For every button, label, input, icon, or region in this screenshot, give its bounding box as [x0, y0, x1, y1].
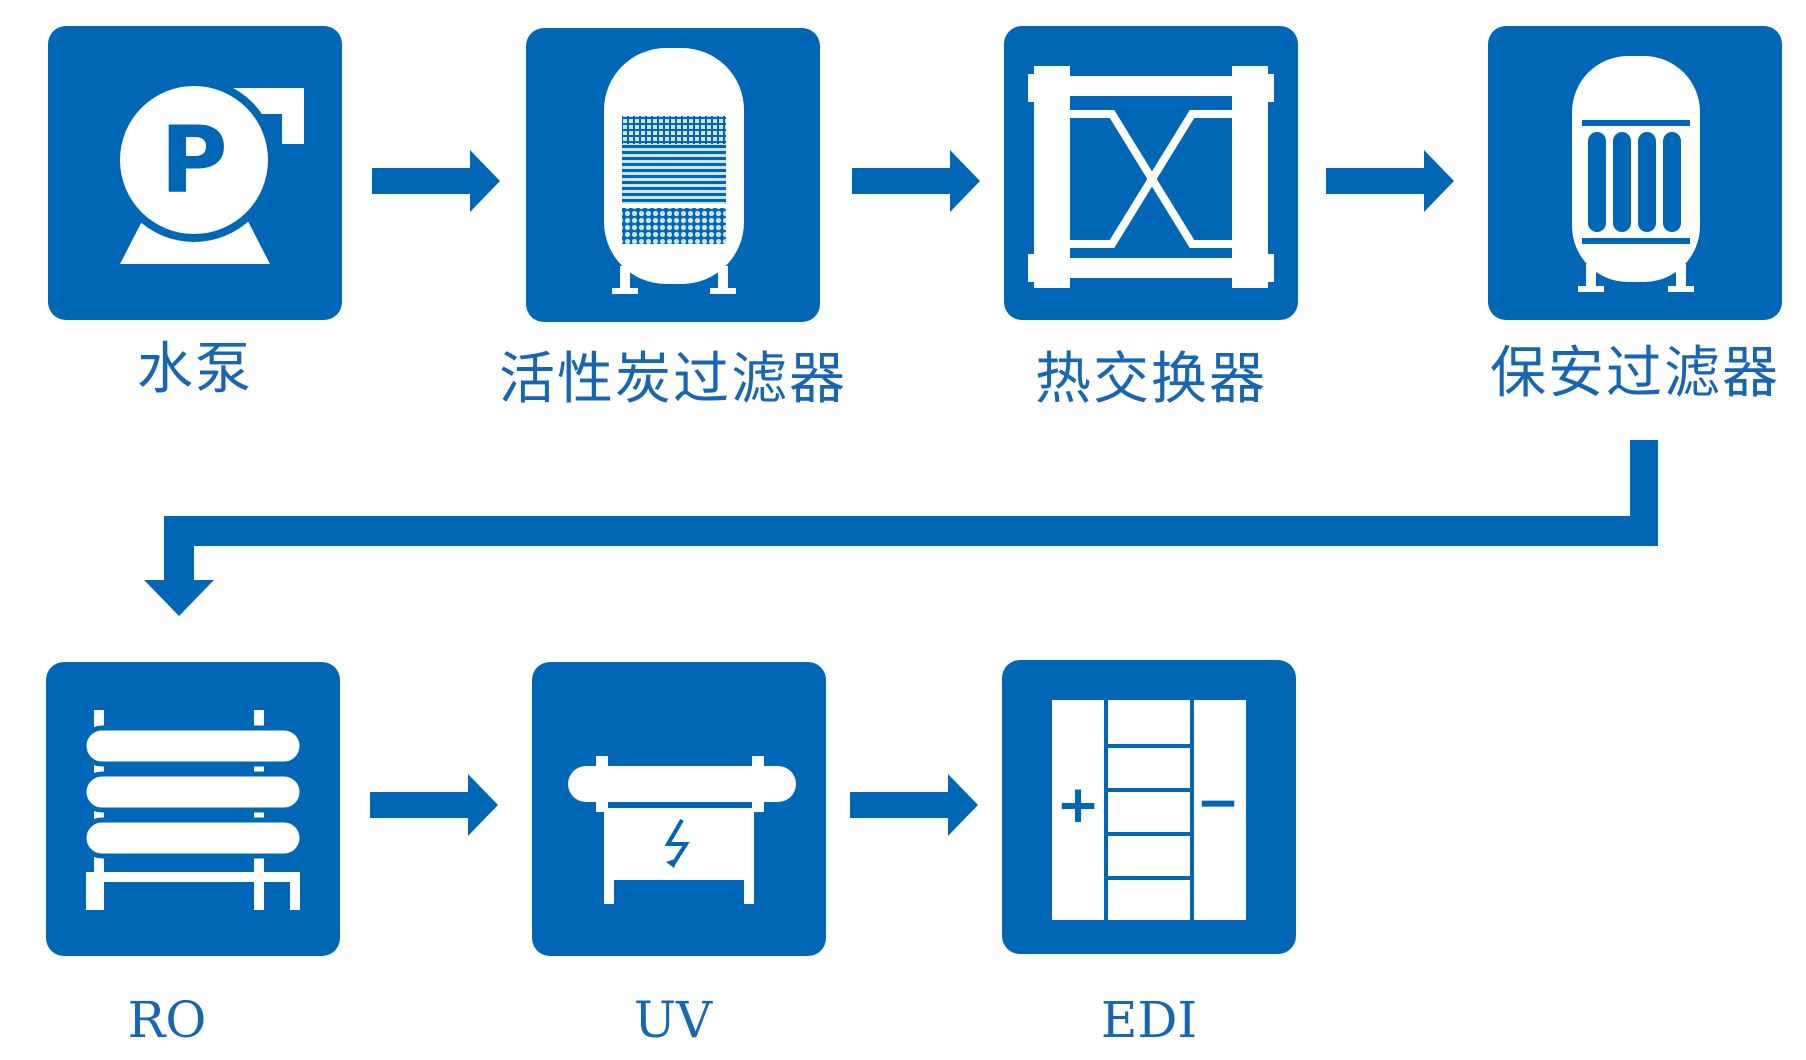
stage-label-edi: EDI	[1100, 991, 1198, 1049]
stage-label-uv: UV	[633, 991, 713, 1049]
heat-exchanger-tile	[1004, 26, 1298, 320]
uv-tile	[532, 662, 826, 956]
edi-plus-sign: +	[1056, 775, 1100, 835]
flow-arrow-ro-to-uv	[370, 774, 498, 836]
stage-label-carbon-filter: 活性炭过滤器	[499, 347, 847, 412]
cartridge-filter-icon	[1572, 56, 1700, 292]
security-filter-tile	[1488, 26, 1782, 320]
flow-arrow-security-filter-to-ro	[144, 440, 1658, 616]
flow-arrow-carbon-to-heat-exchanger	[852, 150, 980, 212]
heat-exchanger-icon	[1028, 66, 1274, 288]
edi-minus-sign: −	[1196, 773, 1240, 833]
flow-arrow-pump-to-carbon	[372, 150, 500, 212]
pump-tile: P	[48, 26, 342, 320]
edi-tile: + −	[1002, 660, 1296, 954]
stage-label-security-filter: 保安过滤器	[1490, 341, 1780, 406]
pump-icon: P	[112, 78, 304, 264]
flow-arrow-heat-exchanger-to-security-filter	[1326, 150, 1454, 212]
stage-label-ro: RO	[127, 991, 207, 1049]
flow-arrow-uv-to-edi	[850, 774, 978, 836]
stage-label-pump: 水泵	[137, 337, 253, 402]
carbon-filter-tank-icon	[604, 48, 744, 294]
pump-letter: P	[160, 107, 227, 214]
uv-sterilizer-icon	[568, 756, 796, 904]
ro-membrane-icon	[81, 710, 305, 910]
edi-module-icon: + −	[1052, 700, 1246, 920]
ro-tile	[46, 662, 340, 956]
carbon-filter-tile	[526, 28, 820, 322]
stage-label-heat-exchanger: 热交换器	[1035, 347, 1267, 412]
